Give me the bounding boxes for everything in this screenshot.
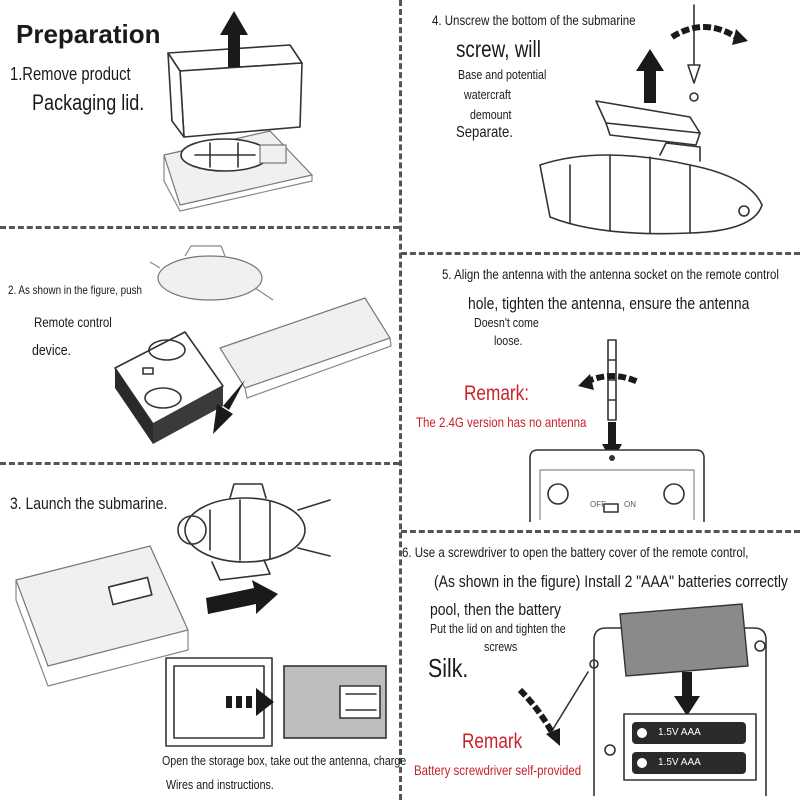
step-6-remark-label: Remark	[462, 730, 523, 753]
submarine-on-base	[149, 245, 392, 399]
left-divider-2	[0, 462, 399, 465]
rotate-arrow-icon	[670, 24, 748, 45]
step-6-text-line-2: pool, then the battery	[430, 600, 561, 619]
step-6-text-line-5: Silk.	[428, 653, 469, 683]
up-arrow-icon	[220, 11, 248, 67]
battery-2-label: 1.5V AAA	[658, 757, 701, 768]
packaging-lid	[167, 44, 303, 138]
remote-control	[114, 331, 224, 444]
step-6-illustration	[517, 603, 767, 796]
down-arrow-icon	[213, 380, 245, 434]
battery-compartment	[623, 713, 757, 781]
step-1-text-line-2: Packaging lid.	[32, 90, 145, 115]
step-4-illustration	[539, 4, 763, 235]
step-1-illustration	[163, 11, 314, 212]
right-arrow-icon	[206, 580, 278, 614]
submarine-body	[539, 142, 763, 235]
center-divider	[399, 0, 402, 800]
step-2-text-line-1: 2. As shown in the figure, push	[8, 283, 143, 297]
step-6-text-line-4: screws	[484, 639, 518, 654]
step-6-title: 6. Use a screwdriver to open the battery…	[402, 544, 749, 560]
screwdriver-icon	[687, 4, 701, 84]
step-3-title: 3. Launch the submarine.	[10, 494, 168, 513]
left-divider-1	[0, 226, 399, 229]
switch-off-label: OFF	[590, 500, 606, 509]
step-6-text-line-3: Put the lid on and tighten the	[430, 621, 566, 636]
antenna	[607, 339, 617, 421]
remote-control-top	[529, 449, 705, 522]
rotate-arrow-icon	[517, 687, 560, 746]
step-4-text-line-2: Base and potential	[458, 67, 547, 82]
step-1-text-line-1: 1.Remove product	[10, 64, 131, 84]
battery-cover	[619, 603, 749, 677]
storage-box	[165, 657, 387, 747]
step-4-text-line-4: demount	[470, 107, 512, 122]
step-3-illustration	[15, 483, 387, 747]
up-arrow-icon	[636, 49, 664, 103]
step-4-text-line-3: watercraft	[464, 87, 511, 102]
storage-tray	[15, 545, 189, 687]
step-5-text-line-1: hole, tighten the antenna, ensure the an…	[468, 294, 750, 313]
step-1-title: Preparation	[16, 19, 161, 49]
right-arrow-icon	[226, 688, 274, 716]
screwdriver-icon	[549, 659, 599, 735]
step-5-remark-label: Remark:	[464, 382, 530, 405]
step-5-text-line-3: loose.	[494, 333, 523, 348]
right-divider-2	[401, 530, 800, 533]
step-5-text-line-2: Doesn't come	[474, 315, 539, 330]
submarine-base	[595, 92, 701, 146]
step-4-text-line-1: screw, will	[456, 36, 541, 62]
step-4-text-line-5: Separate.	[456, 124, 513, 141]
step-5-title: 5. Align the antenna with the antenna so…	[442, 266, 779, 282]
step-2-text-line-2: Remote control	[34, 314, 112, 330]
step-2-text-line-3: device.	[32, 342, 71, 359]
step-3-caption-line-2: Wires and instructions.	[166, 777, 274, 792]
step-3-caption-line-1: Open the storage box, take out the anten…	[162, 753, 407, 768]
step-2-illustration	[114, 245, 392, 444]
step-5-illustration	[529, 339, 705, 522]
down-arrow-icon	[674, 672, 700, 716]
rotate-arrow-icon	[578, 373, 640, 390]
step-4-title: 4. Unscrew the bottom of the submarine	[432, 12, 636, 28]
product-base	[163, 130, 314, 212]
step-6-text-line-1: (As shown in the figure) Install 2 "AAA"…	[434, 572, 788, 591]
battery-1-label: 1.5V AAA	[658, 727, 701, 738]
right-divider-1	[401, 252, 800, 255]
step-5-remark-text: The 2.4G version has no antenna	[416, 414, 587, 430]
step-6-remark-text: Battery screwdriver self-provided	[414, 762, 582, 778]
submarine	[177, 483, 331, 581]
switch-on-label: ON	[624, 500, 636, 509]
